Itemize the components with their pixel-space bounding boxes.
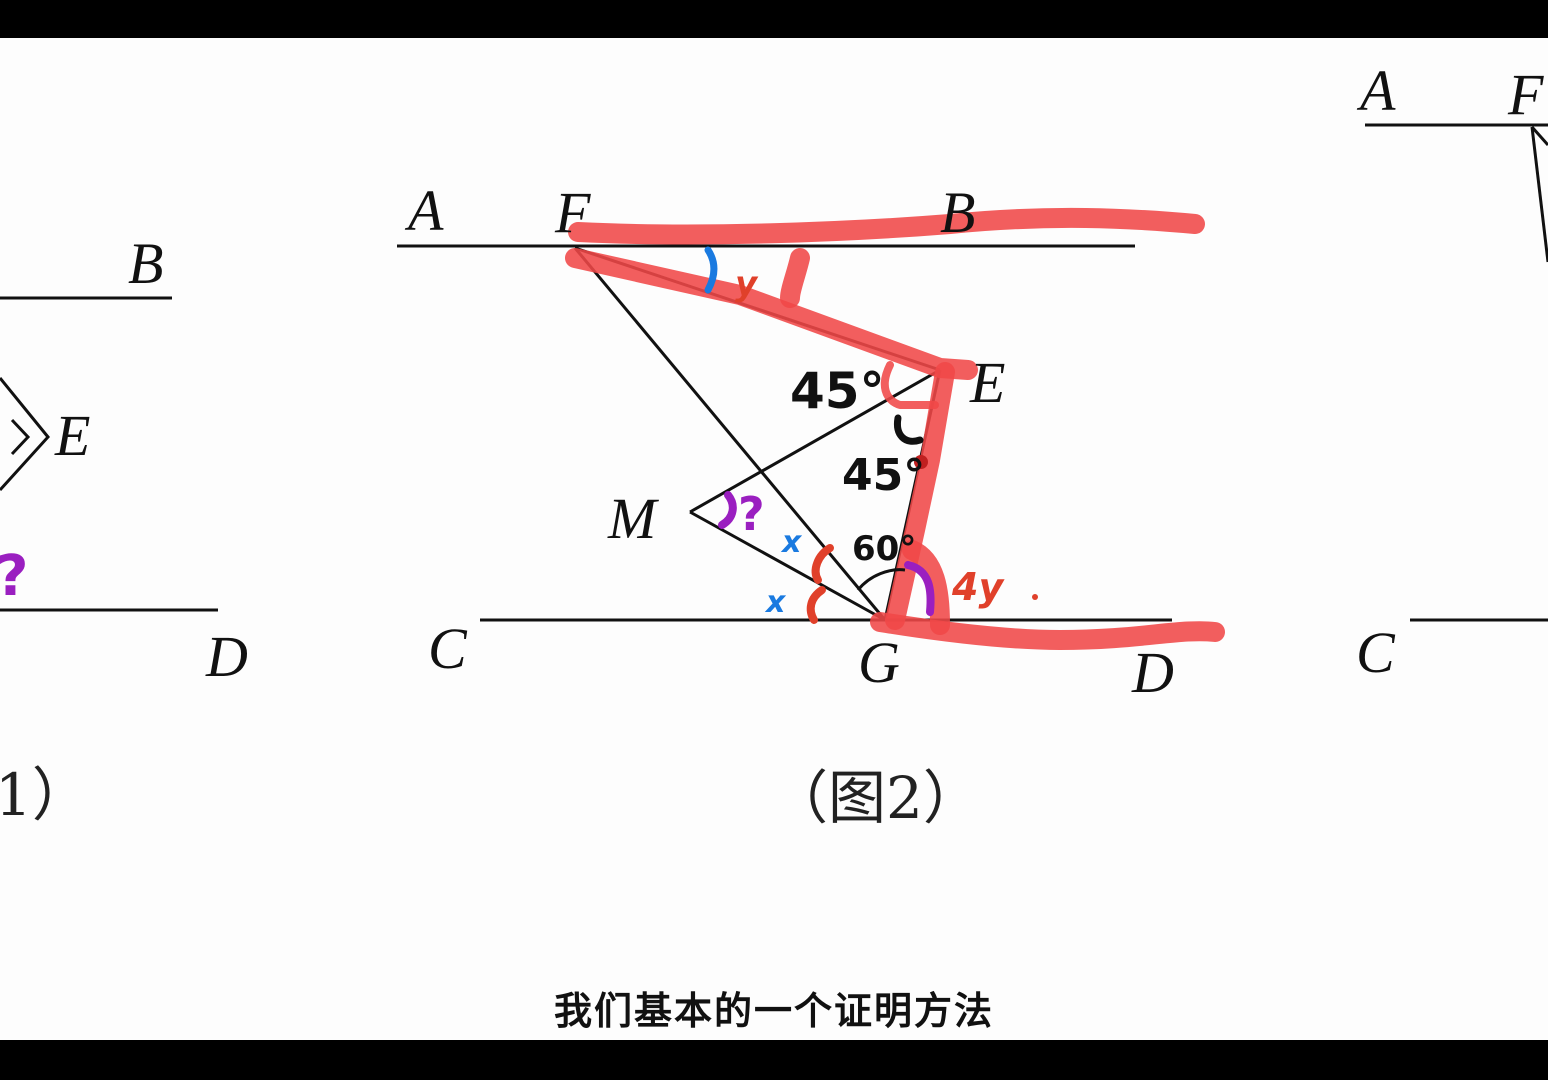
- annotation-question: ?: [738, 487, 765, 541]
- figure-left: [0, 296, 218, 612]
- angle-arc-y-blue: [704, 246, 718, 294]
- red-highlight: [565, 207, 1225, 650]
- annotation-y: y: [735, 264, 759, 304]
- angle-arc-4y: [904, 561, 935, 616]
- label-e: E: [969, 350, 1005, 415]
- angle-e-left: [0, 377, 50, 492]
- annotation-x-bottom: x: [764, 585, 787, 620]
- angle-arc-m: [718, 491, 737, 529]
- highlight-y-tick: [780, 248, 810, 308]
- annotation-60: 60°: [852, 529, 916, 569]
- figure-right: [1365, 123, 1548, 622]
- label-m: M: [607, 486, 659, 551]
- highlight-eg: [885, 362, 955, 630]
- question-mark-left: ?: [0, 544, 28, 609]
- segment-fg: [573, 247, 887, 621]
- segment-f-right-2: [1530, 126, 1548, 146]
- annotation-45-mid: 45°: [842, 450, 925, 501]
- red-dot: [914, 455, 928, 469]
- highlight-ab: [568, 207, 1205, 245]
- label-c: C: [428, 616, 468, 681]
- angle-arc-60: [856, 568, 906, 591]
- caption-figure-2: （图2）: [770, 764, 981, 832]
- angle-arc-x-top: [811, 544, 834, 584]
- label-e-left: E: [54, 403, 90, 468]
- label-g: G: [858, 630, 900, 695]
- segment-mg: [689, 510, 886, 622]
- label-f: F: [554, 180, 591, 245]
- caption-left: 1）: [0, 761, 90, 829]
- label-f-right: F: [1507, 62, 1544, 127]
- right-angle-mark-left: [10, 418, 31, 456]
- label-d: D: [1131, 640, 1174, 705]
- label-c-right: C: [1356, 620, 1396, 685]
- label-a-right: A: [1356, 58, 1396, 123]
- label-b-left: B: [128, 231, 163, 296]
- top-letterbox: [0, 0, 1548, 38]
- label-b: B: [940, 180, 975, 245]
- highlight-4y-arc: [902, 540, 950, 635]
- video-subtitle: 我们基本的一个证明方法: [553, 988, 994, 1033]
- red-dot-period: [1032, 594, 1038, 600]
- label-a: A: [404, 178, 444, 243]
- annotation-x-top: x: [780, 525, 803, 560]
- highlight-fe: [565, 248, 978, 380]
- annotation-4y: 4y: [951, 565, 1005, 609]
- annotation-45-top: 45°: [790, 362, 885, 420]
- angle-arc-x-bottom: [806, 586, 826, 624]
- bottom-letterbox: [0, 1040, 1548, 1080]
- angle-arc-45-mid: [893, 414, 924, 445]
- label-d-left: D: [205, 624, 248, 689]
- segment-me: [689, 368, 941, 514]
- segment-f-right: [1530, 126, 1548, 263]
- highlight-e-angle: [880, 361, 939, 409]
- highlight-gd: [870, 612, 1225, 650]
